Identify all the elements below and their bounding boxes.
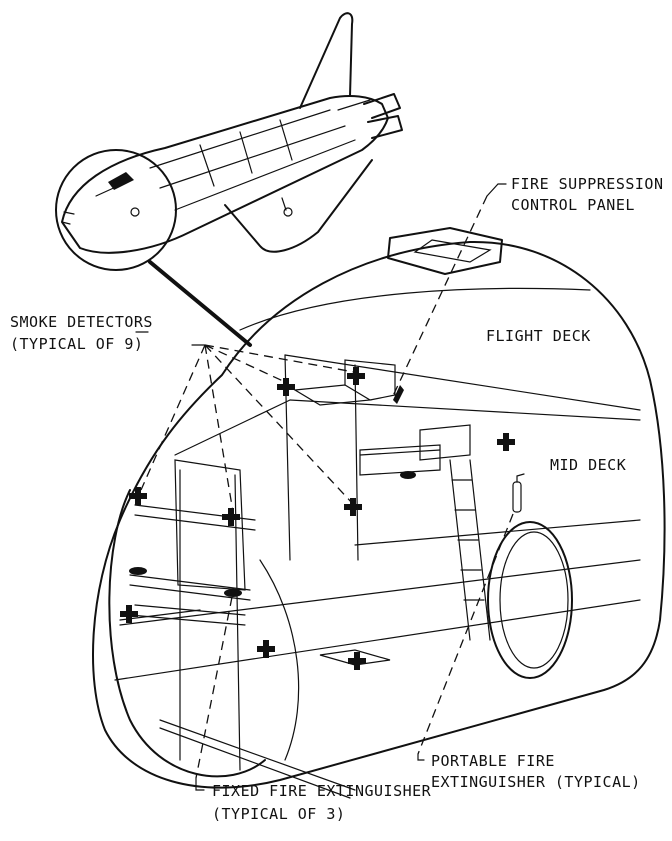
smoke-detector-icons: [120, 367, 515, 670]
fire-extinguisher-icon: [400, 471, 416, 479]
leader-lines: [135, 183, 514, 791]
space-shuttle-orbiter-icon: [55, 12, 403, 347]
smoke-detector-icon: [129, 487, 147, 505]
smoke-detector-icon: [222, 508, 240, 526]
fixed-fire-extinguisher-icons: [129, 471, 416, 597]
label-flight-deck: FLIGHT DECK: [486, 327, 591, 345]
label-smoke-detectors-line2: (TYPICAL OF 9): [10, 335, 143, 353]
smoke-detector-icon: [344, 498, 362, 516]
label-fixed-ext-line2: (TYPICAL OF 3): [212, 805, 345, 823]
smoke-detector-icon: [257, 640, 275, 658]
label-mid-deck: MID DECK: [550, 456, 626, 474]
label-fixed-ext-line1: FIXED FIRE EXTINGUISHER: [212, 782, 432, 800]
label-fire-suppression-line1: FIRE SUPPRESSION: [511, 175, 664, 193]
label-smoke-detectors-line1: SMOKE DETECTORS: [10, 313, 153, 331]
label-fire-suppression-line2: CONTROL PANEL: [511, 196, 635, 214]
smoke-detector-icon: [347, 367, 365, 385]
smoke-detector-icon: [348, 652, 366, 670]
label-portable-ext-line2: EXTINGUISHER (TYPICAL): [431, 773, 641, 791]
fire-extinguisher-icon: [224, 589, 242, 597]
fire-extinguisher-icon: [512, 473, 525, 513]
smoke-detector-icon: [497, 433, 515, 451]
fire-extinguisher-icon: [129, 567, 147, 575]
smoke-detector-icon: [277, 378, 295, 396]
smoke-detector-icon: [120, 605, 138, 623]
fire-suppression-control-panel: [387, 227, 503, 404]
crew-compartment: [92, 240, 666, 799]
label-portable-ext-line1: PORTABLE FIRE: [431, 752, 555, 770]
